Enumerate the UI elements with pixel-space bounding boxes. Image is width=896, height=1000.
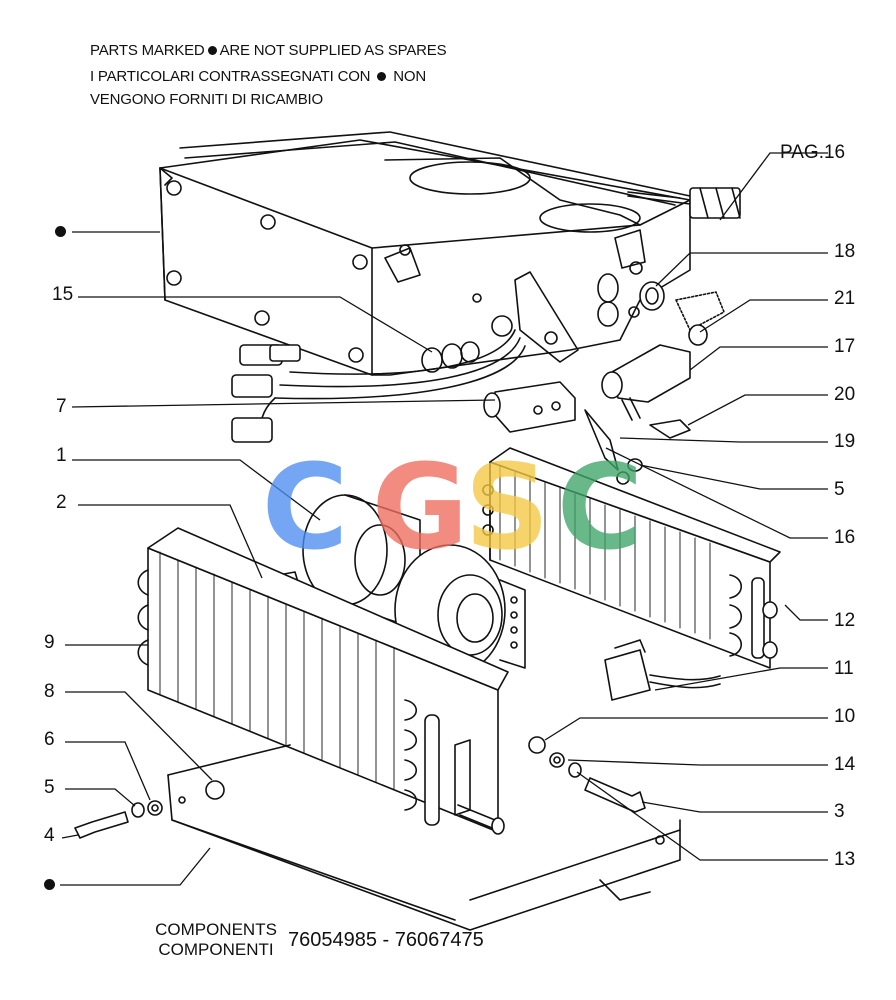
watermark-letter: C [262,438,349,576]
watermark-letter: G [372,438,469,576]
callout-9: 9 [44,632,55,653]
callout-15: 15 [52,284,74,305]
callout-18: 18 [834,241,856,262]
note-line-2: I PARTICOLARI CONTRASSEGNATI CON NON [90,68,426,85]
pressure-switch [584,281,725,485]
callout-17: 17 [834,336,856,357]
not-supplied-bullet-icon [44,879,55,890]
callout-7: 7 [56,396,67,417]
callout-13: 13 [834,849,856,870]
callout-5-right: 5 [834,479,845,500]
watermark-logo: C G S C [262,438,644,576]
page-reference: PAG.16 [780,142,846,163]
callout-6: 6 [44,729,55,750]
callout-3: 3 [834,801,845,822]
callout-14: 14 [834,754,856,775]
callout-10: 10 [834,706,856,727]
fasteners [74,736,646,839]
footer-label-en: COMPONENTS [155,920,277,939]
note-line-3: VENGONO FORNITI DI RICAMBIO [90,91,323,108]
callout-8: 8 [44,681,55,702]
callout-19: 19 [834,431,856,452]
callout-11: 11 [834,658,854,679]
bullet-icon [207,46,217,56]
relay-switch [604,639,721,701]
callout-leaders [60,152,828,886]
watermark-letter: S [465,438,550,576]
rear-evaporator [482,447,781,669]
not-supplied-bullet-icon [55,226,66,237]
callout-16: 16 [834,527,856,548]
callout-4: 4 [44,825,55,846]
watermark-letter: C [557,438,644,576]
callout-5-left: 5 [44,777,55,798]
bullet-icon [377,72,387,82]
footer-label-it: COMPONENTI [158,940,274,959]
callout-21: 21 [834,288,856,309]
footer-part-codes: 76054985 - 76067475 [288,929,484,951]
callout-2: 2 [56,492,67,513]
callout-20: 20 [834,384,856,405]
bottom-tray [167,744,681,931]
callout-12: 12 [834,610,856,631]
upper-housing [159,131,691,376]
front-evaporator [137,527,509,835]
expansion-valve [483,381,576,433]
callout-1: 1 [56,445,67,466]
